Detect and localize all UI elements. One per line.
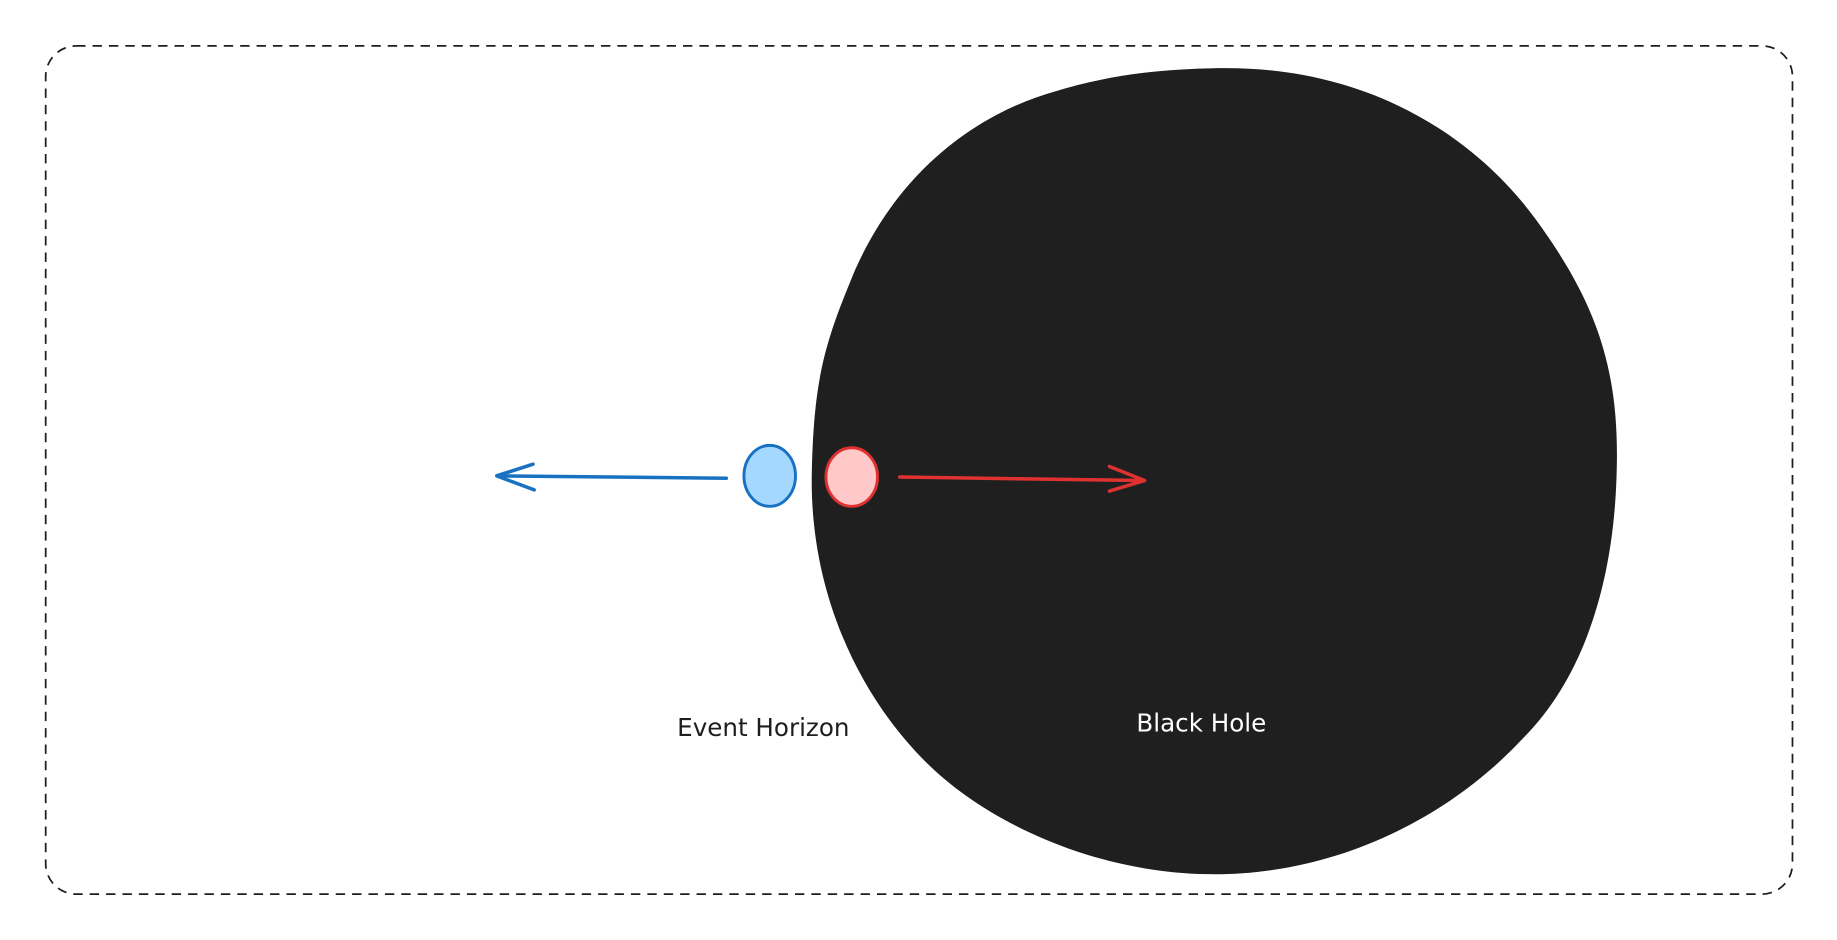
infall-arrow (897, 475, 1146, 483)
infall-arrow-head (1107, 464, 1147, 493)
escaping-particle (742, 443, 797, 508)
infalling-particle (824, 446, 879, 508)
dashed-frame (44, 45, 1794, 895)
escape-arrow-head (494, 462, 536, 492)
black-hole-label: Black Hole (1136, 708, 1266, 737)
black-hole (811, 68, 1617, 875)
event-horizon-label: Event Horizon (677, 713, 849, 742)
escape-arrow (496, 474, 729, 480)
